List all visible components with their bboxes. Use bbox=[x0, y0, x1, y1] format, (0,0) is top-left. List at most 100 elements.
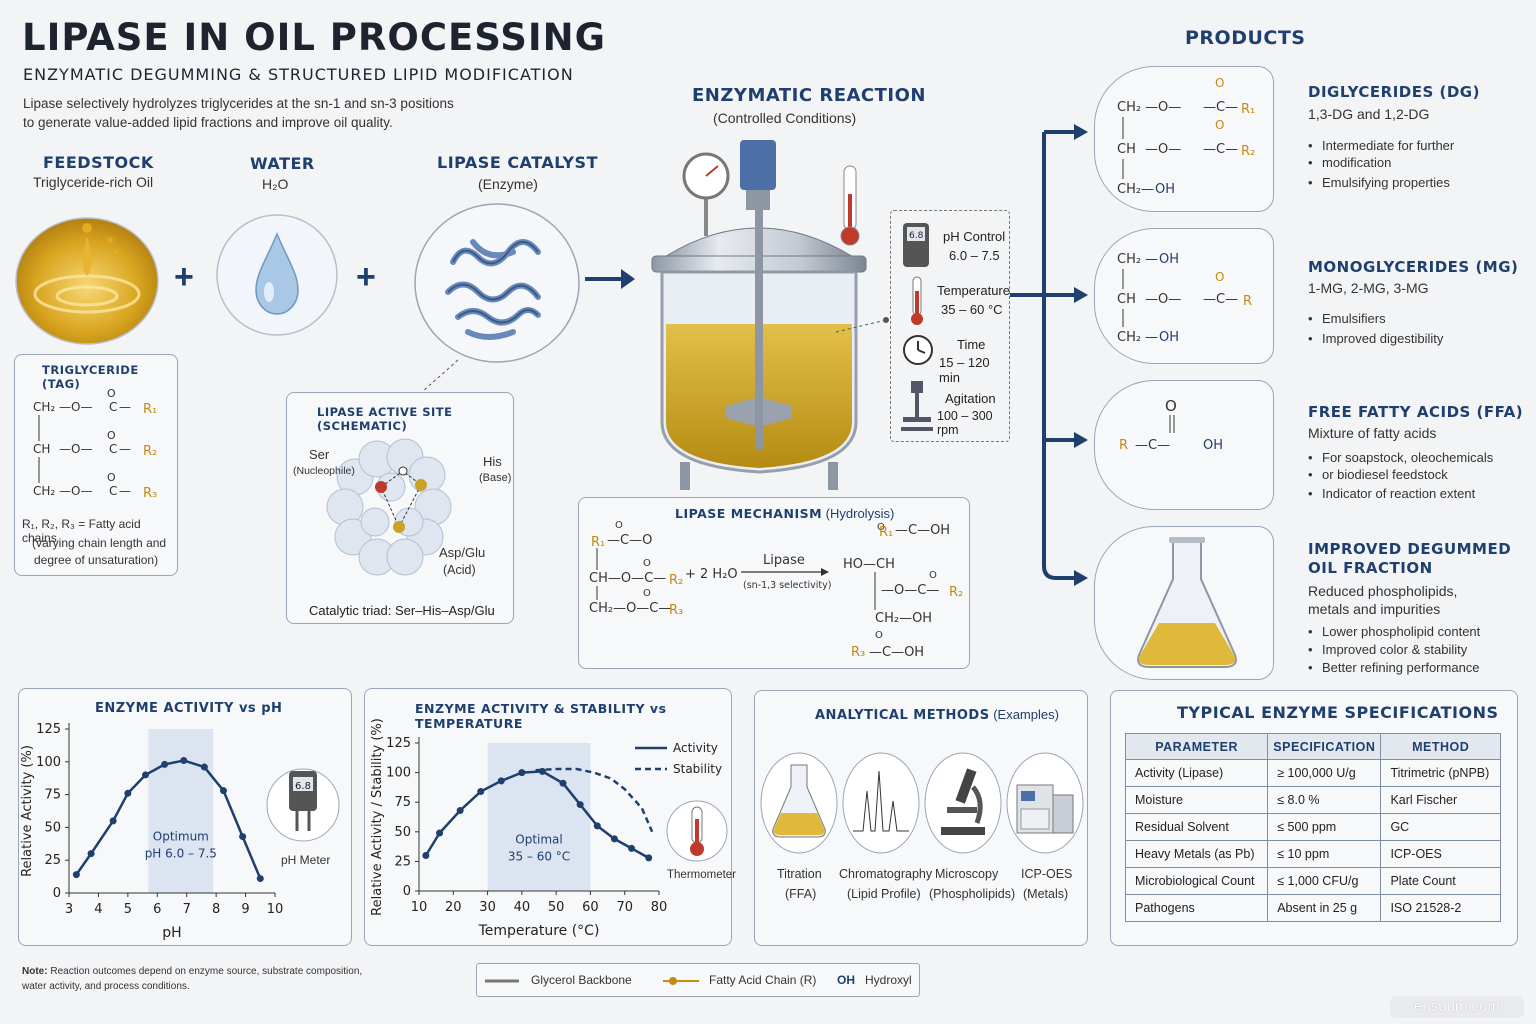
fatty-acid-line-icon bbox=[663, 977, 699, 985]
svg-text:R: R bbox=[1119, 438, 1128, 453]
icp-label: ICP-OES bbox=[1021, 867, 1073, 881]
svg-text:—O—: —O— bbox=[59, 400, 92, 414]
column-header: PARAMETER bbox=[1124, 733, 1269, 760]
dg-bullets: Intermediate for further modification Em… bbox=[1308, 137, 1454, 191]
data-point bbox=[256, 875, 264, 883]
list-item: Lower phospholipid content bbox=[1308, 623, 1480, 640]
list-item: modification bbox=[1308, 154, 1454, 171]
svg-text:—C—: —C— bbox=[1203, 100, 1238, 115]
flask-icon bbox=[1137, 537, 1237, 668]
data-point bbox=[497, 777, 505, 785]
svg-text:CH₂: CH₂ bbox=[1117, 330, 1141, 345]
watermark: ensuum.com bbox=[1390, 996, 1524, 1018]
tag-note-1: R₁, R₂, R₃ = Fatty acid chains bbox=[22, 517, 141, 545]
chromatography-icon bbox=[842, 752, 920, 854]
data-point bbox=[87, 850, 95, 858]
svg-text:CH: CH bbox=[1117, 292, 1136, 307]
condition-agitation-value: 100 – 300 rpm bbox=[937, 409, 993, 437]
x-tick-label: 5 bbox=[124, 902, 132, 917]
data-point bbox=[72, 871, 80, 879]
product-branch-arrows bbox=[1010, 124, 1088, 586]
svg-text:Lipase: Lipase bbox=[763, 553, 805, 568]
thermometer-icon bbox=[666, 800, 728, 862]
condition-time-label: Time bbox=[957, 337, 986, 352]
temp-chart-title: ENZYME ACTIVITY & STABILITY vs TEMPERATU… bbox=[415, 701, 667, 731]
data-point bbox=[645, 854, 653, 862]
svg-text:R₁: R₁ bbox=[143, 402, 157, 417]
thermometer-mercury bbox=[695, 819, 699, 845]
table-cell: ≤ 500 ppm bbox=[1267, 813, 1382, 841]
svg-text:O: O bbox=[1215, 270, 1224, 284]
reaction-subtitle: (Controlled Conditions) bbox=[713, 110, 857, 126]
svg-text:R₂: R₂ bbox=[949, 585, 963, 600]
svg-text:—: — bbox=[119, 442, 131, 456]
table-cell: GC bbox=[1380, 813, 1501, 841]
chromatography-sub: (Lipid Profile) bbox=[847, 887, 921, 901]
list-item: Improved digestibility bbox=[1308, 330, 1443, 347]
column-header: METHOD bbox=[1380, 733, 1501, 760]
svg-text:—C—: —C— bbox=[1203, 142, 1238, 157]
description-line-2: to generate value-added lipid fractions … bbox=[23, 115, 393, 130]
y-tick-label: 25 bbox=[44, 853, 61, 868]
table-cell: ≥ 100,000 U/g bbox=[1267, 759, 1382, 787]
water-formula: H₂O bbox=[262, 176, 289, 192]
y-tick-label: 75 bbox=[394, 795, 411, 810]
table-cell: Heavy Metals (as Pb) bbox=[1124, 840, 1269, 868]
svg-text:OH: OH bbox=[1159, 252, 1179, 267]
page-title: LIPASE IN OIL PROCESSING bbox=[22, 16, 607, 59]
ffa-subtitle: Mixture of fatty acids bbox=[1308, 425, 1437, 441]
x-tick-label: 80 bbox=[651, 900, 668, 915]
svg-text:—: — bbox=[1141, 182, 1154, 197]
svg-text:—O—: —O— bbox=[1145, 292, 1181, 307]
tag-note-3: degree of unsaturation) bbox=[34, 553, 159, 567]
data-point bbox=[593, 822, 601, 830]
condition-temp-value: 35 – 60 °C bbox=[941, 302, 1003, 317]
svg-text:—C—OH: —C—OH bbox=[869, 645, 924, 660]
svg-text:O: O bbox=[1215, 118, 1224, 132]
table-cell: Residual Solvent bbox=[1124, 813, 1269, 841]
oil-droplet-icon bbox=[15, 217, 159, 345]
products-header: PRODUCTS bbox=[1185, 27, 1306, 49]
lipase-title: LIPASE CATALYST bbox=[437, 153, 598, 172]
svg-text:R₂: R₂ bbox=[669, 573, 683, 588]
x-tick-label: 20 bbox=[445, 900, 462, 915]
reactor-vessel-icon bbox=[651, 140, 867, 490]
x-tick-label: 30 bbox=[479, 900, 496, 915]
list-item: or biodiesel feedstock bbox=[1308, 466, 1493, 483]
legend-oh: OH bbox=[837, 973, 855, 987]
active-site-card: LIPASE ACTIVE SITE (SCHEMATIC) Ser (Nucl… bbox=[286, 392, 514, 624]
legend-glycerol: Glycerol Backbone bbox=[531, 973, 632, 987]
agitator-icon bbox=[901, 381, 933, 431]
mechanism-equation: O R₁—C—O CH—O—C—R₂O CH₂—O—C—R₃O + 2 H₂O … bbox=[589, 520, 963, 660]
mechanism-title-row: LIPASE MECHANISM (Hydrolysis) bbox=[675, 506, 894, 521]
svg-text:O: O bbox=[643, 588, 651, 599]
mechanism-title-suffix: (Hydrolysis) bbox=[825, 506, 895, 521]
icp-sub: (Metals) bbox=[1023, 887, 1069, 901]
y-tick-label: 0 bbox=[53, 886, 61, 901]
chromatography-label: Chromatography bbox=[839, 867, 933, 881]
footer-note-2: water activity, and process conditions. bbox=[22, 981, 190, 992]
svg-text:—O—: —O— bbox=[1145, 142, 1181, 157]
svg-text:O: O bbox=[1165, 397, 1177, 415]
svg-text:O: O bbox=[107, 387, 116, 400]
optimum-range-annotation: pH 6.0 – 7.5 bbox=[145, 847, 217, 861]
column-header: SPECIFICATION bbox=[1267, 733, 1382, 760]
table-cell: ≤ 1,000 CFU/g bbox=[1267, 867, 1382, 895]
data-point bbox=[456, 806, 464, 814]
x-tick-label: 9 bbox=[241, 902, 249, 917]
svg-text:O: O bbox=[875, 630, 883, 641]
svg-text:CH₂: CH₂ bbox=[1117, 182, 1141, 197]
water-title: WATER bbox=[250, 154, 315, 173]
svg-text:CH₂—OH: CH₂—OH bbox=[875, 611, 932, 626]
ffa-title: FREE FATTY ACIDS (FFA) bbox=[1308, 403, 1524, 421]
y-axis-label: Relative Activity (%) bbox=[20, 745, 35, 877]
x-axis-label: Temperature (°C) bbox=[478, 923, 600, 939]
y-tick-label: 125 bbox=[36, 722, 61, 737]
microscope-icon bbox=[924, 752, 1002, 854]
tag-title: TRIGLYCERIDE (TAG) bbox=[42, 363, 139, 391]
y-axis-label: Relative Activity / Stability (%) bbox=[370, 718, 385, 916]
